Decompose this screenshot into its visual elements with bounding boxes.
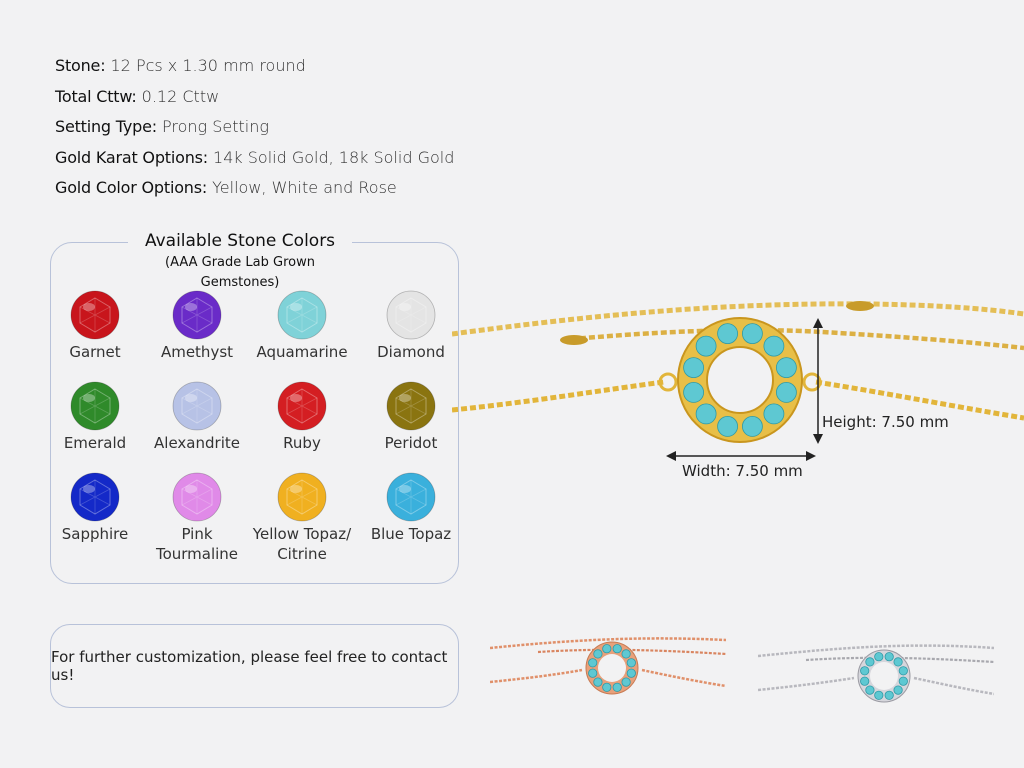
contact-text: For further customization, please feel f…: [51, 648, 448, 684]
gem-icon: [172, 290, 222, 340]
pendant-stone: [741, 415, 763, 437]
pendant-stone: [626, 658, 636, 668]
pendant-stone: [775, 382, 797, 403]
stone-label: Blue Topaz: [370, 525, 452, 543]
pendant-stone: [884, 652, 894, 662]
stone-option-diamond: Diamond: [356, 290, 466, 362]
stone-option-sapphire: Sapphire: [40, 472, 150, 544]
stone-colors-title: Available Stone Colors: [144, 231, 336, 251]
pendant-stone: [621, 677, 631, 687]
pendant-stone: [865, 685, 875, 695]
stone-option-yellow-topaz-citrine: Yellow Topaz/ Citrine: [247, 472, 357, 564]
pendant-stone: [874, 690, 884, 700]
stone-label: Garnet: [69, 343, 121, 361]
gem-icon: [277, 381, 327, 431]
pendant-stone: [893, 657, 903, 667]
pendant-stone: [717, 323, 739, 344]
spec-row-setting: Setting Type: Prong Setting: [55, 117, 269, 136]
pendant-stone: [602, 644, 612, 654]
pendant-stone: [626, 668, 636, 678]
gem-icon: [70, 290, 120, 340]
gem-icon: [386, 381, 436, 431]
pendant-stone: [695, 403, 717, 425]
contact-note: For further customization, please feel f…: [50, 624, 459, 708]
pendant-stone: [763, 335, 785, 357]
pendant-stone: [612, 682, 622, 692]
spec-row-karat: Gold Karat Options: 14k Solid Gold, 18k …: [55, 147, 455, 167]
pendant-stone: [683, 382, 705, 403]
gem-icon: [277, 290, 327, 340]
stone-label: Ruby: [283, 434, 321, 452]
stone-option-peridot: Peridot: [356, 381, 466, 453]
gem-icon: [386, 290, 436, 340]
white-gold-bracelet-image: [758, 644, 994, 703]
stone-label: Peridot: [384, 434, 438, 452]
stone-label: Emerald: [63, 434, 127, 452]
stone-colors-subtitle: (AAA Grade Lab Grown Gemstones): [165, 255, 315, 290]
pendant-stone: [898, 676, 908, 686]
pendant-stone: [884, 690, 894, 700]
spec-row-color: Gold Color Options: Yellow, White and Ro…: [55, 178, 397, 197]
pendant-stone: [588, 658, 598, 668]
pendant-stone: [683, 357, 705, 378]
pendant-stone: [602, 682, 612, 692]
stone-label: Alexandrite: [154, 434, 240, 452]
gem-icon: [70, 472, 120, 522]
width-dimension: Width: 7.50 mm: [682, 462, 803, 480]
pendant-stone: [775, 357, 797, 378]
spec-row-cttw: Total Cttw: 0.12 Cttw: [55, 86, 220, 106]
pendant-stone: [621, 649, 631, 659]
stone-colors-heading: Available Stone Colors (AAA Grade Lab Gr…: [128, 229, 352, 293]
gem-icon: [386, 472, 436, 522]
pendant-stone: [717, 415, 739, 437]
pendant-stone: [898, 666, 908, 676]
stone-option-pink-tourmaline: Pink Tourmaline: [142, 472, 252, 564]
stone-label: Yellow Topaz/ Citrine: [252, 525, 352, 563]
pendant-stone: [860, 676, 870, 686]
height-dimension: Height: 7.50 mm: [822, 413, 949, 431]
stone-label: Pink Tourmaline: [155, 525, 239, 563]
pendant-stone: [593, 649, 603, 659]
stone-option-garnet: Garnet: [40, 290, 150, 362]
pendant-stone: [860, 666, 870, 676]
stone-label: Amethyst: [160, 343, 234, 361]
stone-option-blue-topaz: Blue Topaz: [356, 472, 466, 544]
gem-icon: [172, 472, 222, 522]
spec-row-stone: Stone: 12 Pcs x 1.30 mm round: [55, 56, 306, 75]
stone-option-emerald: Emerald: [40, 381, 150, 453]
pendant-stone: [612, 644, 622, 654]
pendant-stone: [865, 657, 875, 667]
pendant-stone: [874, 652, 884, 662]
yellow-gold-bracelet-image: [452, 301, 1024, 461]
stone-option-aquamarine: Aquamarine: [247, 290, 357, 362]
spec-list: Stone: 12 Pcs x 1.30 mm round Total Cttw…: [55, 54, 454, 207]
rose-gold-bracelet-image: [490, 637, 726, 695]
gem-icon: [70, 381, 120, 431]
stone-label: Diamond: [377, 343, 445, 361]
pendant-stone: [695, 335, 717, 357]
stone-label: Sapphire: [61, 525, 129, 543]
pendant-stone: [763, 403, 785, 425]
stone-option-amethyst: Amethyst: [142, 290, 252, 362]
pendant-stone: [741, 323, 763, 344]
stone-option-ruby: Ruby: [247, 381, 357, 453]
pendant-stone: [893, 685, 903, 695]
stone-label: Aquamarine: [256, 343, 348, 361]
stone-option-alexandrite: Alexandrite: [142, 381, 252, 453]
pendant-stone: [593, 677, 603, 687]
pendant-stone: [588, 668, 598, 678]
gem-icon: [277, 472, 327, 522]
gem-icon: [172, 381, 222, 431]
